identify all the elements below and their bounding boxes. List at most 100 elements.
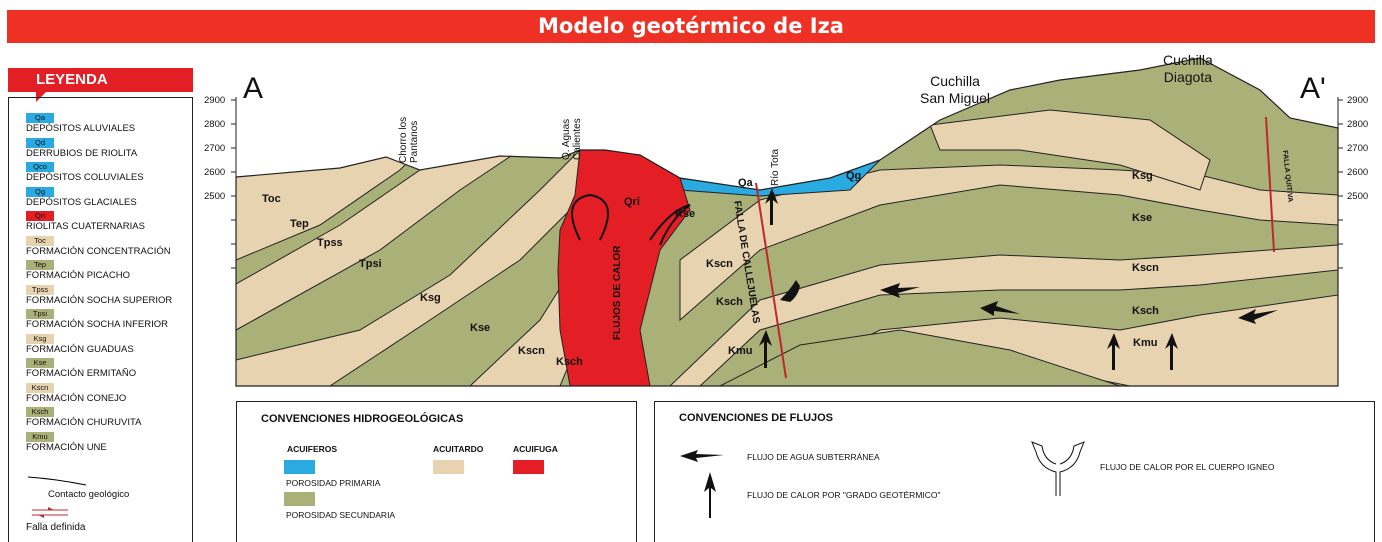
geologic-cross-section <box>231 57 1343 387</box>
legend-swatch: Qd <box>26 137 54 148</box>
elevation-tick-label: 2700 <box>1347 143 1369 154</box>
heat-arrows <box>571 193 691 246</box>
legend-swatch: Kscn <box>26 382 54 393</box>
legend-label: FORMACIÓN SOCHA SUPERIOR <box>26 294 173 306</box>
unit-label-kscn-r: Kscn <box>1132 262 1159 274</box>
unit-label-tpss: Tpss <box>317 237 343 249</box>
elevation-tick-label: 2500 <box>1347 191 1369 202</box>
legend-label: FORMACIÓN CHURUVITA <box>26 417 142 428</box>
unit-label-kscn-m: Kscn <box>706 258 733 270</box>
igneous-heat-label: FLUJO DE CALOR POR EL CUERPO IGNEO <box>1100 462 1275 472</box>
elevation-tick-label: 2600 <box>204 167 226 178</box>
geothermal-gradient-icon <box>704 472 716 518</box>
hydro-title: CONVENCIONES HIDROGEOLÓGICAS <box>261 413 464 425</box>
elevation-tick-label: 2900 <box>204 95 226 106</box>
secondary-porosity-swatch <box>284 492 315 506</box>
elevation-tick-label: 2800 <box>204 119 226 130</box>
legend-label: FORMACIÓN PICACHO <box>26 270 130 281</box>
unit-label-qg: Qg <box>846 170 862 182</box>
legend-label: RIOLITAS CUATERNARIAS <box>26 221 145 232</box>
unit-label-kse-l: Kse <box>470 322 491 334</box>
unit-label-toc: Toc <box>262 193 281 205</box>
unit-label-ksch-l: Ksch <box>556 356 583 368</box>
groundwater-flow-icon <box>680 450 724 462</box>
secondary-porosity-label: POROSIDAD SECUNDARIA <box>286 510 396 520</box>
flow-arrows <box>759 188 1278 370</box>
legend-swatch: Ksch <box>26 407 54 417</box>
unit-label-ksg-r: Ksg <box>1132 170 1153 182</box>
unit-label-qri: Qri <box>624 196 640 208</box>
legend-label: DEPÓSITOS ALUVIALES <box>26 123 136 134</box>
legend-swatch: Qco <box>26 162 54 172</box>
primary-porosity-label: POROSIDAD PRIMARIA <box>286 478 381 488</box>
unit-label-kse-m: Kse <box>675 208 696 220</box>
flow-title: CONVENCIONES DE FLUJOS <box>679 412 834 424</box>
geothermal-gradient-label: FLUJO DE CALOR POR "GRADO GEOTÉRMICO" <box>747 490 941 500</box>
fault-icon <box>32 507 68 518</box>
acuiferos-header: ACUIFEROS <box>287 444 338 454</box>
contact-label: Contacto geológico <box>48 489 130 500</box>
hydro-conventions-box <box>236 401 637 542</box>
flujos-calor-label: FLUJOS DE CALOR <box>612 245 623 340</box>
page-title: Modelo geotérmico de Iza <box>7 10 1375 43</box>
legend-label: DEPÓSITOS GLACIALES <box>26 196 137 208</box>
legend-swatch: Tep <box>26 260 54 270</box>
legend-label: DEPÓSITOS COLUVIALES <box>26 172 144 183</box>
legend-label: FORMACIÓN UNE <box>26 441 107 453</box>
legend-swatch: Qa <box>26 113 54 123</box>
legend-swatch: Toc <box>26 235 54 246</box>
fault-label: Falla definida <box>26 522 86 533</box>
unit-label-tpsi: Tpsi <box>359 258 382 270</box>
legend-swatch: Qg <box>26 186 54 197</box>
unit-label-kmu-m: Kmu <box>728 345 753 357</box>
unit-label-kmu-r: Kmu <box>1133 337 1158 349</box>
legend-swatch: Ksg <box>26 333 54 344</box>
unit-label-kscn-l: Kscn <box>518 345 545 357</box>
elevation-tick-label: 2800 <box>1347 119 1369 130</box>
legend-label: FORMACIÓN CONEJO <box>26 392 127 404</box>
unit-label-ksg-l: Ksg <box>420 292 441 304</box>
contact-line-icon <box>27 476 87 486</box>
section-start-label: A <box>243 72 264 105</box>
legend-swatch: Qri <box>26 211 54 221</box>
groundwater-flow-label: FLUJO DE AGUA SUBTERRÁNEA <box>747 452 880 462</box>
legend-swatch: Kse <box>26 358 54 368</box>
legend-label: DERRUBIOS DE RIOLITA <box>26 147 138 159</box>
unit-label-ksch-m: Ksch <box>716 296 743 308</box>
legend-label: FORMACIÓN ERMITAÑO <box>26 368 137 379</box>
acuitardo-header: ACUITARDO <box>433 444 484 454</box>
unit-label-kse-r: Kse <box>1132 212 1153 224</box>
legend-swatch: Kmu <box>26 431 54 442</box>
place-rio-tota: Río Tota <box>770 148 781 186</box>
flow-conventions-box <box>654 401 1375 542</box>
elevation-tick-label: 2700 <box>204 143 226 154</box>
legend-box <box>8 97 193 542</box>
unit-label-tep: Tep <box>290 218 309 230</box>
legend-header: LEYENDA <box>8 68 193 92</box>
elevation-tick-label: 2500 <box>204 191 226 202</box>
legend-swatch: Tpsi <box>26 309 54 319</box>
unit-label-qa: Qa <box>738 177 753 189</box>
legend-label: FORMACIÓN GUADUAS <box>26 343 134 355</box>
primary-porosity-swatch <box>284 460 315 474</box>
legend-label: FORMACIÓN CONCENTRACIÓN <box>26 245 171 257</box>
legend-label: FORMACIÓN SOCHA INFERIOR <box>26 319 168 330</box>
elevation-tick-label: 2900 <box>1347 95 1369 106</box>
acuifuga-header: ACUIFUGA <box>513 444 558 454</box>
elevation-tick-label: 2600 <box>1347 167 1369 178</box>
